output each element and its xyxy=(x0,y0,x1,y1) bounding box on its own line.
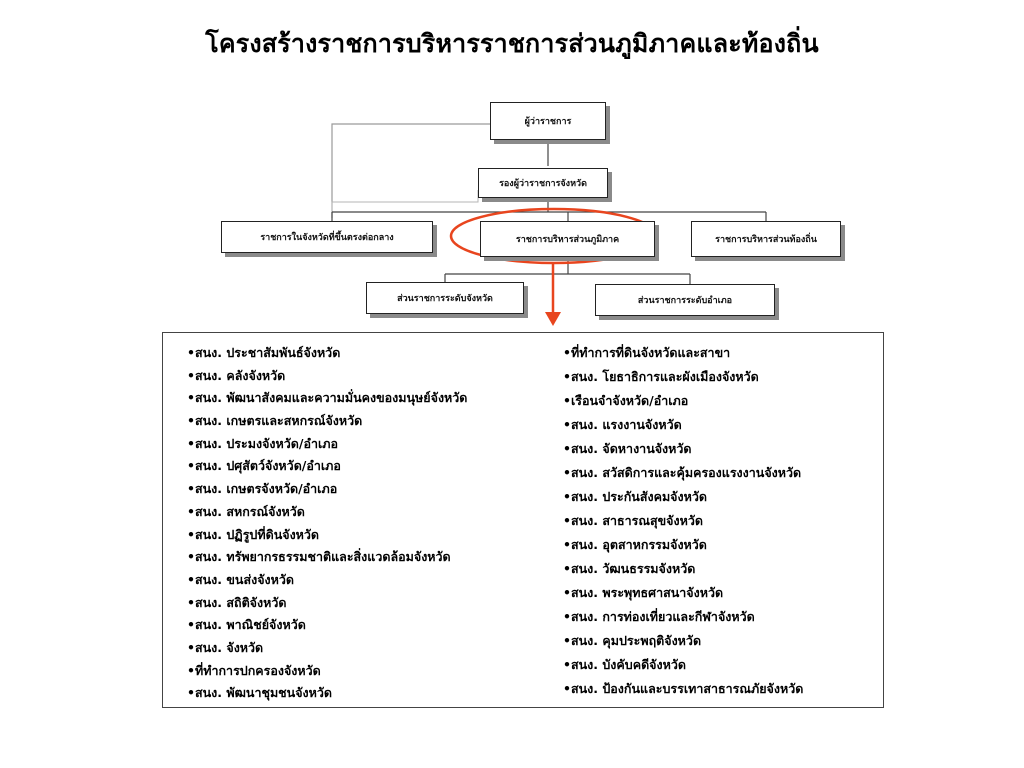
list-item: •สนง. ประมงจังหวัด/อำเภอ xyxy=(187,435,338,451)
regional-admin-box: ราชการบริหารส่วนภูมิภาค xyxy=(480,221,655,257)
governor-box: ผู้ว่าราชการ xyxy=(490,102,606,140)
list-item: •สนง. ปศุสัตว์จังหวัด/อำเภอ xyxy=(187,458,341,474)
list-item: •สนง. สถิติจังหวัด xyxy=(187,594,287,610)
list-item: •สนง. เกษตรและสหกรณ์จังหวัด xyxy=(187,413,363,429)
list-item: •สนง. พาณิชย์จังหวัด xyxy=(187,617,306,633)
vice-governor-box: รองผู้ว่าราชการจังหวัด xyxy=(478,168,608,198)
org-chart-connectors xyxy=(331,123,767,326)
right-office-list: •ที่ทำการที่ดินจังหวัดและสาขา •สนง. โยธา… xyxy=(563,341,803,701)
list-item: •สนง. แรงงานจังหวัด xyxy=(563,417,682,432)
list-item: •สนง. ทรัพยากรธรรมชาติและสิ่งแวดล้อมจังห… xyxy=(187,549,451,565)
list-item: •สนง. ขนส่งจังหวัด xyxy=(187,571,294,587)
list-item: •สนง. จัดหางานจังหวัด xyxy=(563,441,692,456)
list-item: •สนง. โยธาธิการและผังเมืองจังหวัด xyxy=(563,369,759,384)
list-item: •สนง. ประกันสังคมจังหวัด xyxy=(563,489,707,504)
list-item: •สนง. ประชาสัมพันธ์จังหวัด xyxy=(187,345,341,360)
list-item: •สนง. ปฏิรูปที่ดินจังหวัด xyxy=(187,526,320,542)
list-item: •ที่ทำการปกครองจังหวัด xyxy=(187,662,321,678)
governor-to-central-link xyxy=(331,123,490,218)
list-item: •สนง. บังคับคดีจังหวัด xyxy=(563,657,686,672)
list-item: •สนง. ป้องกันและบรรเทาสาธารณภัยจังหวัด xyxy=(563,681,804,696)
office-list-panel: •สนง. ประชาสัมพันธ์จังหวัด •สนง. คลังจัง… xyxy=(162,332,884,708)
page-title: โครงสร้างราชการบริหารราชการส่วนภูมิภาคแล… xyxy=(205,29,819,58)
highlight-arrow-head xyxy=(545,312,561,326)
list-item: •เรือนจำจังหวัด/อำเภอ xyxy=(563,393,689,408)
left-office-list: •สนง. ประชาสัมพันธ์จังหวัด •สนง. คลังจัง… xyxy=(187,342,467,705)
list-item: •สนง. คุมประพฤติจังหวัด xyxy=(563,633,702,648)
list-item: •สนง. สาธารณสุขจังหวัด xyxy=(563,513,703,528)
provincial-units-box: ส่วนราชการระดับจังหวัด xyxy=(366,282,524,314)
central-to-vice-link xyxy=(331,190,479,218)
list-item: •สนง. จังหวัด xyxy=(187,639,264,655)
list-item: •สนง. อุตสาหกรรมจังหวัด xyxy=(563,537,707,552)
list-item: •สนง. พัฒนาสังคมและความมั่นคงของมนุษย์จั… xyxy=(187,390,468,406)
list-item: •สนง. เกษตรจังหวัด/อำเภอ xyxy=(187,481,338,497)
list-item: •สนง. พระพุทธศาสนาจังหวัด xyxy=(563,585,724,600)
list-item: •สนง. คลังจังหวัด xyxy=(187,367,286,383)
list-item: •สนง. พัฒนาชุมชนจังหวัด xyxy=(187,685,333,701)
list-item: •สนง. การท่องเที่ยวและกีฬาจังหวัด xyxy=(563,609,755,624)
list-item: •สนง. วัฒนธรรมจังหวัด xyxy=(563,561,696,576)
local-admin-box: ราชการบริหารส่วนท้องถิ่น xyxy=(691,221,841,257)
list-item: •ที่ทำการที่ดินจังหวัดและสาขา xyxy=(563,345,731,360)
list-item: •สนง. สหกรณ์จังหวัด xyxy=(187,503,305,519)
central-units-box: ราชการในจังหวัดที่ขึ้นตรงต่อกลาง xyxy=(221,221,433,253)
district-units-box: ส่วนราชการระดับอำเภอ xyxy=(595,284,775,316)
list-item: •สนง. สวัสดิการและคุ้มครองแรงงานจังหวัด xyxy=(563,465,802,480)
